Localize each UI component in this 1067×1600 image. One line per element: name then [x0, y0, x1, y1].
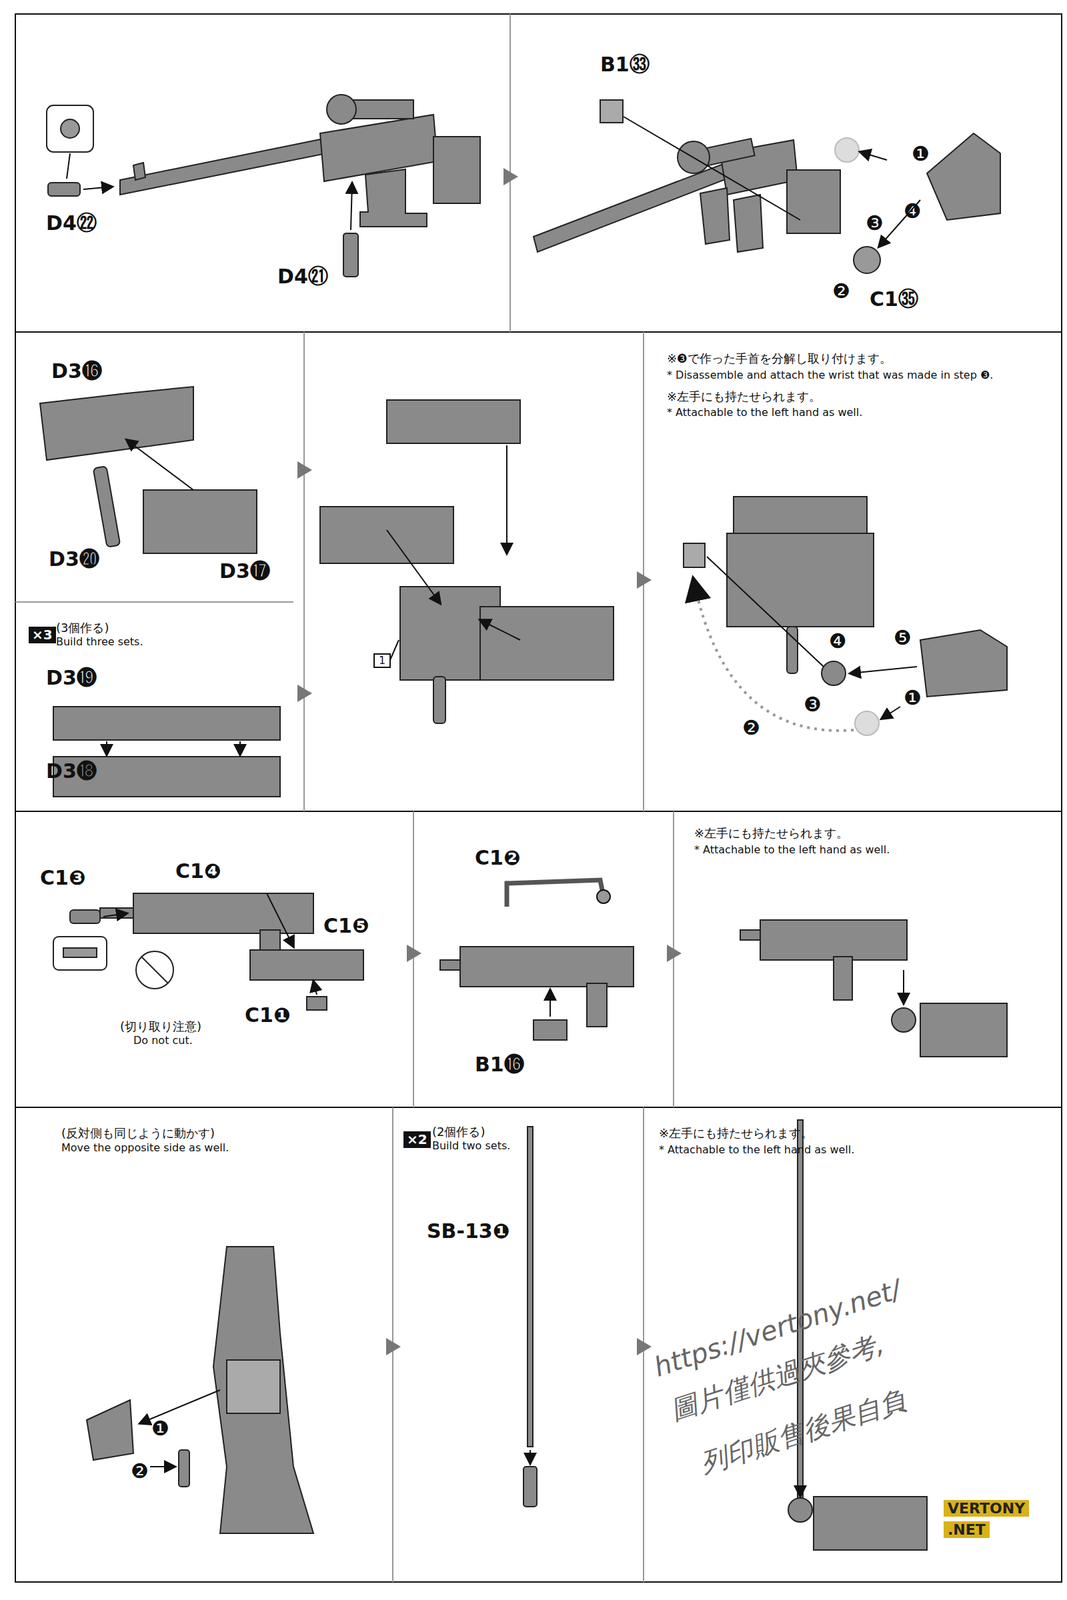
- callout-number: ❸: [803, 693, 822, 717]
- part-number: B1㉝: [600, 53, 650, 77]
- note-jp: ※左手にも持たせられます。: [694, 826, 849, 841]
- note-jp: ※左手にも持たせられます。: [666, 390, 821, 405]
- note-en: * Disassemble and attach the wrist that …: [666, 369, 993, 382]
- callout-number: ❸: [865, 212, 884, 236]
- part-number: SB-13❶: [426, 1220, 510, 1244]
- note-en: Build three sets.: [56, 636, 144, 649]
- note-jp: ※左手にも持たせられます。: [658, 1127, 813, 1142]
- quantity-badge: ×2: [403, 1131, 431, 1149]
- note-jp: (3個作る): [56, 621, 110, 636]
- part-number: D4㉒: [46, 212, 97, 236]
- part-number: C1❹: [175, 860, 221, 884]
- part-number: C1❷: [474, 846, 521, 871]
- part-number: D3⓰: [51, 360, 103, 384]
- callout-number: ❷: [742, 716, 761, 741]
- part-number: B1⓰: [474, 1053, 525, 1078]
- part-number: D3⓲: [46, 760, 97, 784]
- note-en: Move the opposite side as well.: [61, 1142, 229, 1155]
- callout-number: ❶: [903, 686, 922, 711]
- note-jp: ※❸で作った手首を分解し取り付けます。: [666, 352, 892, 367]
- note-en: * Attachable to the left hand as well.: [658, 1144, 855, 1157]
- part-number: C1㉟: [869, 288, 919, 312]
- logo-text: .NET: [943, 1521, 990, 1539]
- logo-text: VERTONY: [943, 1500, 1029, 1518]
- quantity-badge: ×3: [28, 626, 57, 644]
- note-en: * Attachable to the left hand as well.: [666, 406, 863, 419]
- note-en: Do not cut.: [133, 1034, 193, 1047]
- note-jp: (切り取り注意): [120, 1020, 202, 1035]
- part-number: D3⓱: [219, 560, 271, 584]
- callout-number: ❹: [903, 200, 922, 224]
- callout-number: ❶: [911, 142, 930, 167]
- callout-number: ❹: [828, 630, 847, 654]
- part-number: C1❺: [323, 914, 369, 939]
- runner-gate-box: 1: [373, 653, 391, 669]
- part-number: D3⓴: [48, 548, 100, 572]
- callout-number: ❶: [151, 1417, 170, 1442]
- note-en: * Attachable to the left hand as well.: [694, 844, 890, 857]
- callout-number: ❷: [130, 1460, 149, 1484]
- part-number: C1❸: [40, 866, 86, 891]
- part-number: C1❶: [244, 1004, 291, 1028]
- note-en: Build two sets.: [432, 1140, 511, 1153]
- note-jp: (2個作る): [432, 1125, 486, 1140]
- part-number: D4㉑: [277, 265, 329, 289]
- note-jp: (反対側も同じように動かす): [61, 1127, 215, 1142]
- callout-number: ❺: [893, 626, 912, 651]
- callout-number: ❷: [832, 280, 851, 304]
- part-number: D3⓳: [46, 666, 97, 691]
